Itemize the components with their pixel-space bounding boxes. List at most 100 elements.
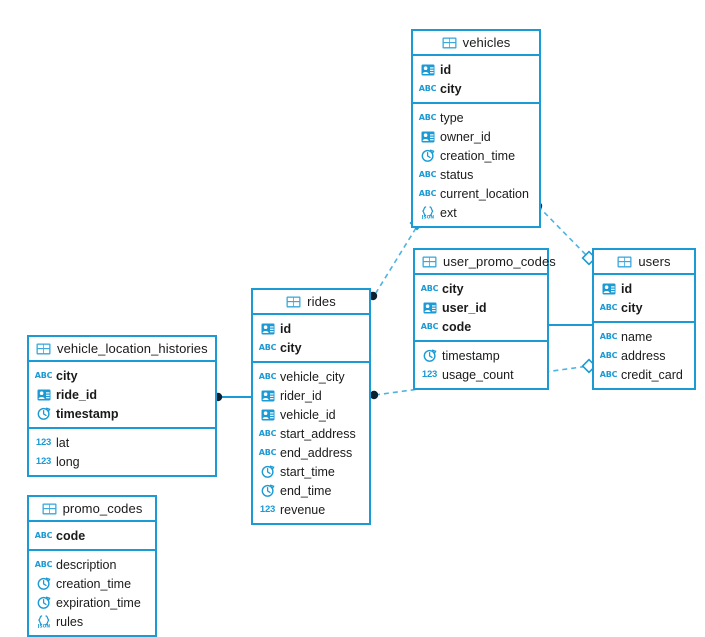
table-icon [422, 255, 437, 268]
abc-icon: ABC [258, 428, 277, 438]
field-label: name [621, 329, 653, 344]
field-start_time[interactable]: start_time [253, 462, 369, 481]
key-card-icon [601, 282, 616, 295]
entity-title: users [638, 254, 671, 269]
field-creation_time[interactable]: creation_time [29, 574, 155, 593]
field-label: rules [56, 614, 84, 629]
entity-title: promo_codes [62, 501, 143, 516]
abc-icon: ABC [34, 530, 53, 540]
field-id[interactable]: id [594, 279, 694, 298]
abc-icon: ABC [258, 447, 277, 457]
field-label: timestamp [56, 406, 119, 421]
field-label: type [440, 110, 464, 125]
field-label: expiration_time [56, 595, 141, 610]
field-expiration_time[interactable]: expiration_time [29, 593, 155, 612]
table-icon [617, 255, 632, 268]
field-creation_time[interactable]: creation_time [413, 146, 539, 165]
connector-vehiclelocationhistories-rides [213, 392, 251, 402]
entity-header-users[interactable]: users [594, 250, 694, 275]
field-label: rider_id [280, 388, 322, 403]
field-label: id [621, 281, 633, 296]
abc-icon: ABC [418, 112, 437, 122]
field-label: status [440, 167, 474, 182]
field-ride_id[interactable]: ride_id [29, 385, 215, 404]
key-card-icon [420, 63, 435, 76]
field-id[interactable]: id [413, 60, 539, 79]
field-label: description [56, 557, 117, 572]
abc-icon: ABC [420, 321, 439, 331]
field-end_time[interactable]: end_time [253, 481, 369, 500]
abc-icon: ABC [418, 83, 437, 93]
table-icon [442, 36, 457, 49]
field-label: id [440, 62, 452, 77]
entity-title: user_promo_codes [443, 254, 556, 269]
json-icon: JSON [36, 615, 51, 628]
abc-icon: ABC [418, 188, 437, 198]
clock-icon [422, 349, 437, 362]
field-label: revenue [280, 502, 326, 517]
field-vehicle_id[interactable]: vehicle_id [253, 405, 369, 424]
field-label: lat [56, 435, 70, 450]
field-rules[interactable]: JSON rules [29, 612, 155, 631]
field-label: ext [440, 205, 457, 220]
abc-icon: ABC [599, 331, 618, 341]
field-label: ride_id [56, 387, 97, 402]
field-label: vehicle_city [280, 369, 345, 384]
field-timestamp[interactable]: timestamp [29, 404, 215, 423]
entity-header-vehicles[interactable]: vehicles [413, 31, 539, 56]
field-label: city [440, 81, 462, 96]
entity-header-user_promo_codes[interactable]: user_promo_codes [415, 250, 556, 275]
entity-header-promo_codes[interactable]: promo_codes [29, 497, 155, 522]
clock-icon [420, 149, 435, 162]
field-label: city [442, 281, 464, 296]
field-owner_id[interactable]: owner_id [413, 127, 539, 146]
table-icon [42, 502, 57, 515]
field-rider_id[interactable]: rider_id [253, 386, 369, 405]
clock-icon [36, 577, 51, 590]
entity-header-vehicle_location_histories[interactable]: vehicle_location_histories [29, 337, 215, 362]
table-icon [286, 295, 301, 308]
abc-icon: ABC [420, 283, 439, 293]
field-label: credit_card [621, 367, 683, 382]
abc-icon: ABC [258, 371, 277, 381]
entity-title: rides [307, 294, 336, 309]
field-user_id[interactable]: user_id [415, 298, 547, 317]
field-timestamp[interactable]: timestamp [415, 346, 547, 365]
field-label: city [621, 300, 643, 315]
entity-header-rides[interactable]: rides [253, 290, 369, 315]
key-card-icon [260, 389, 275, 402]
field-id[interactable]: id [253, 319, 369, 338]
key-card-icon [260, 322, 275, 335]
